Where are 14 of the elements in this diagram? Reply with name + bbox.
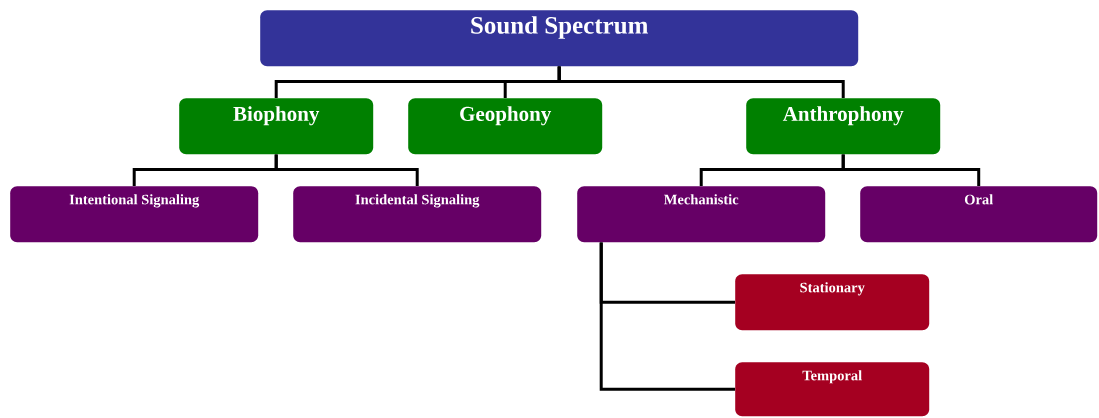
category-box: Geophony	[408, 98, 603, 155]
subcategory-box: Oral	[860, 186, 1098, 243]
subcategory-box: Intentional Signaling	[10, 186, 259, 243]
leaf-box: Temporal	[735, 362, 930, 417]
connector	[274, 154, 419, 186]
subcategory-box: Incidental Signaling	[293, 186, 542, 243]
category-box: Anthrophony	[746, 98, 941, 155]
leaf-box: Stationary	[735, 274, 930, 331]
connector	[841, 154, 981, 186]
title-box: Sound Spectrum	[260, 10, 859, 67]
subcategory-box: Mechanistic	[577, 186, 826, 243]
category-box: Biophony	[179, 98, 374, 155]
connector	[599, 242, 735, 391]
connector	[557, 66, 845, 98]
